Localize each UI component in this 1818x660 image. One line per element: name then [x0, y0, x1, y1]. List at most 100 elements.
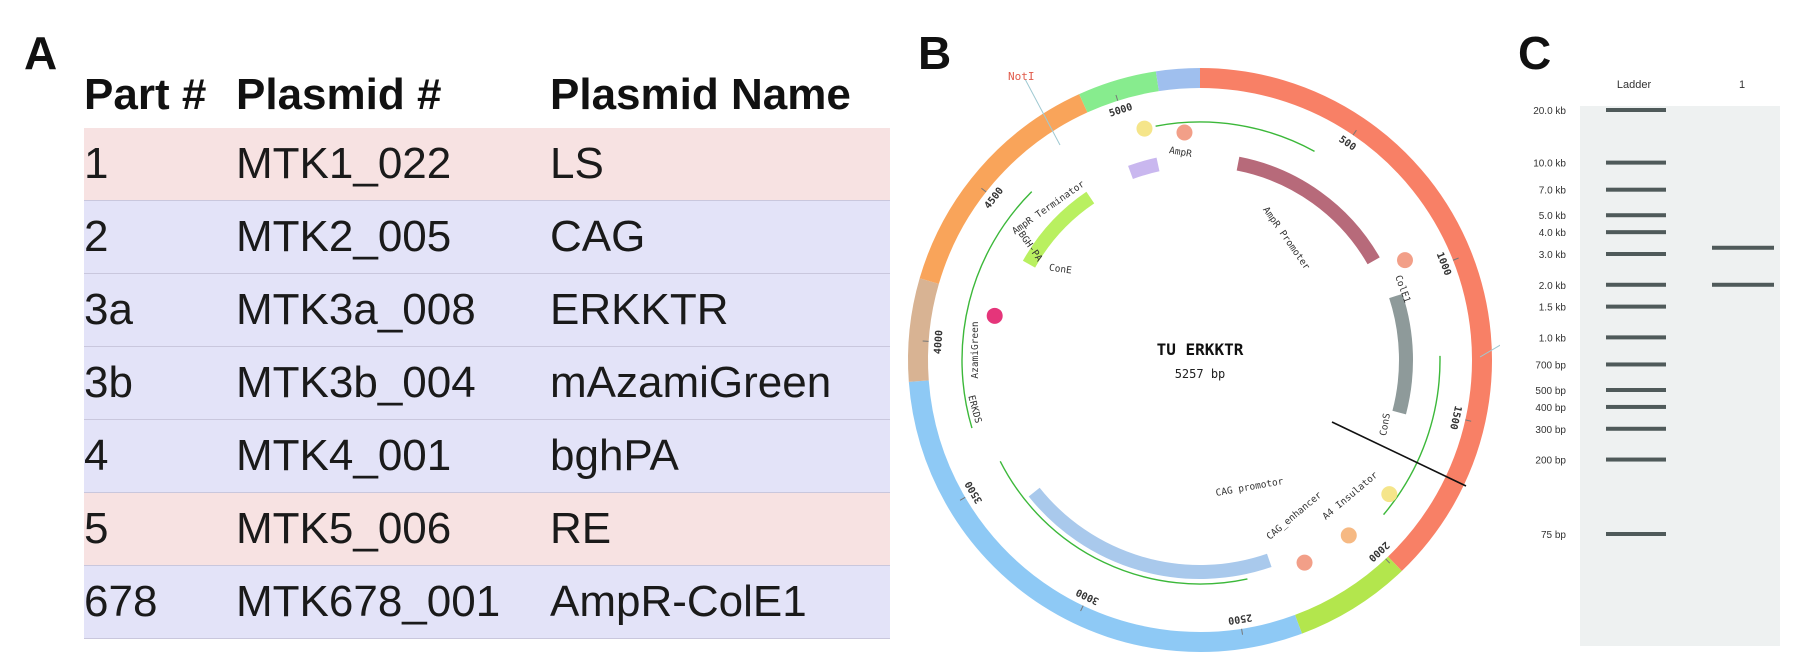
table-row: 3b MTK3b_004 mAzamiGreen: [84, 346, 890, 420]
feature-label: AmpR: [1168, 145, 1193, 160]
lane-label-1: 1: [1739, 79, 1745, 91]
ladder-band: [1606, 532, 1666, 536]
feature-arrow: [1028, 487, 1272, 579]
ladder-label: 20.0 kb: [1533, 106, 1566, 117]
ladder-band: [1606, 362, 1666, 367]
feature-label: A4 Insulator: [1321, 470, 1381, 523]
table-row: 678 MTK678_001 AmpR-ColE1: [84, 565, 890, 639]
tick-label: 1000: [1434, 251, 1453, 277]
panel-letter-b: B: [918, 27, 952, 79]
cell-part: 3a: [84, 273, 236, 347]
cell-name: RE: [550, 492, 890, 566]
annotation-arc: [999, 461, 1248, 585]
cell-plasmid: MTK3b_004: [236, 346, 550, 420]
ladder-band: [1606, 335, 1666, 340]
cut-line: [1331, 421, 1467, 487]
cell-name: bghPA: [550, 419, 890, 493]
feature-label: ERKDS: [965, 394, 983, 425]
ladder-label: 1.5 kb: [1539, 303, 1567, 314]
tick-mark: [1080, 605, 1084, 612]
feature-label: CAG_enhancer: [1265, 490, 1325, 543]
ladder-label: 1.0 kb: [1539, 333, 1567, 344]
header-plasmid-number: Plasmid #: [236, 62, 550, 128]
ladder-label: 400 bp: [1535, 403, 1566, 414]
ladder-band: [1606, 187, 1666, 192]
plasmid-title: TU ERKKTR: [1157, 340, 1244, 359]
table-row: 3a MTK3a_008 ERKKTR: [84, 273, 890, 347]
parts-table: Part # Plasmid # Plasmid Name 1 MTK1_022…: [84, 62, 890, 639]
cell-name: AmpR-ColE1: [550, 565, 890, 639]
feature-marker: [986, 307, 1003, 324]
cell-plasmid: MTK4_001: [236, 419, 550, 493]
outer-segment: [1079, 71, 1160, 113]
feature-label: CAG promotor: [1215, 476, 1285, 499]
plasmid-outer-ring: [908, 68, 1492, 652]
ladder-label: 2.0 kb: [1539, 281, 1567, 292]
ladder-band: [1606, 230, 1666, 235]
tick-label: 5000: [1108, 102, 1134, 120]
feature-label: ConE: [1048, 262, 1072, 276]
cell-part: 3b: [84, 346, 236, 420]
restriction-site-notI: NotI: [1008, 70, 1035, 83]
table-header-row: Part # Plasmid # Plasmid Name: [84, 62, 890, 128]
feature-arrow: [1389, 293, 1413, 415]
feature-marker: [1296, 554, 1313, 571]
feature-label: ConS: [1378, 412, 1393, 437]
feature-marker: [1396, 252, 1413, 269]
outer-segment: [919, 94, 1088, 284]
plasmid-size: 5257 bp: [1175, 367, 1226, 381]
ladder-label: 7.0 kb: [1539, 186, 1567, 197]
cell-part: 678: [84, 565, 236, 639]
feature-arrows: [986, 120, 1413, 579]
header-plasmid-name: Plasmid Name: [550, 62, 890, 128]
cell-part: 5: [84, 492, 236, 566]
tick-mark: [1452, 257, 1459, 261]
ladder-label: 200 bp: [1535, 456, 1566, 467]
ladder-band: [1606, 426, 1666, 431]
annotation-arc: [961, 191, 1033, 429]
feature-arrow: [1236, 156, 1380, 265]
tick-label: 4000: [933, 330, 946, 355]
cell-name: mAzamiGreen: [550, 346, 890, 420]
cell-part: 1: [84, 128, 236, 201]
cell-name: LS: [550, 128, 890, 201]
annotation-arc: [1155, 121, 1315, 152]
tick-mark: [1241, 628, 1244, 635]
lane-label-ladder: Ladder: [1617, 79, 1652, 91]
ladder-band: [1606, 213, 1666, 218]
notI-leader-line: [1024, 78, 1061, 146]
ladder-label: 700 bp: [1535, 360, 1566, 371]
ladder-label: 3.0 kb: [1539, 250, 1567, 261]
tick-mark: [1115, 94, 1119, 101]
tick-label: 1500: [1447, 405, 1463, 431]
header-part-number: Part #: [84, 62, 236, 128]
ladder-band: [1606, 251, 1666, 256]
ladder-band: [1606, 404, 1666, 409]
ladder-label: 10.0 kb: [1533, 159, 1566, 170]
tick-mark: [1465, 419, 1472, 422]
ladder-label: 5.0 kb: [1539, 211, 1567, 222]
table-row: 4 MTK4_001 bghPA: [84, 419, 890, 493]
gel-background: [1580, 106, 1780, 646]
outer-segment: [908, 278, 939, 382]
ladder-band: [1606, 304, 1666, 309]
cell-part: 4: [84, 419, 236, 493]
feature-marker: [1340, 527, 1357, 544]
cell-part: 2: [84, 200, 236, 274]
cell-plasmid: MTK678_001: [236, 565, 550, 639]
feature-label: AzamiGreen: [970, 321, 981, 378]
feature-marker: [1136, 120, 1153, 137]
feature-marker: [1176, 124, 1193, 141]
tick-label: 3000: [1074, 586, 1100, 606]
ladder-label: 300 bp: [1535, 425, 1566, 436]
ladder-band: [1606, 160, 1666, 165]
tick-label: 500: [1337, 134, 1358, 153]
cell-plasmid: MTK3a_008: [236, 273, 550, 347]
table-row: 1 MTK1_022 LS: [84, 128, 890, 201]
ladder-label: 500 bp: [1535, 386, 1566, 397]
tick-mark: [1352, 129, 1357, 136]
sample-bands: [1712, 245, 1774, 287]
